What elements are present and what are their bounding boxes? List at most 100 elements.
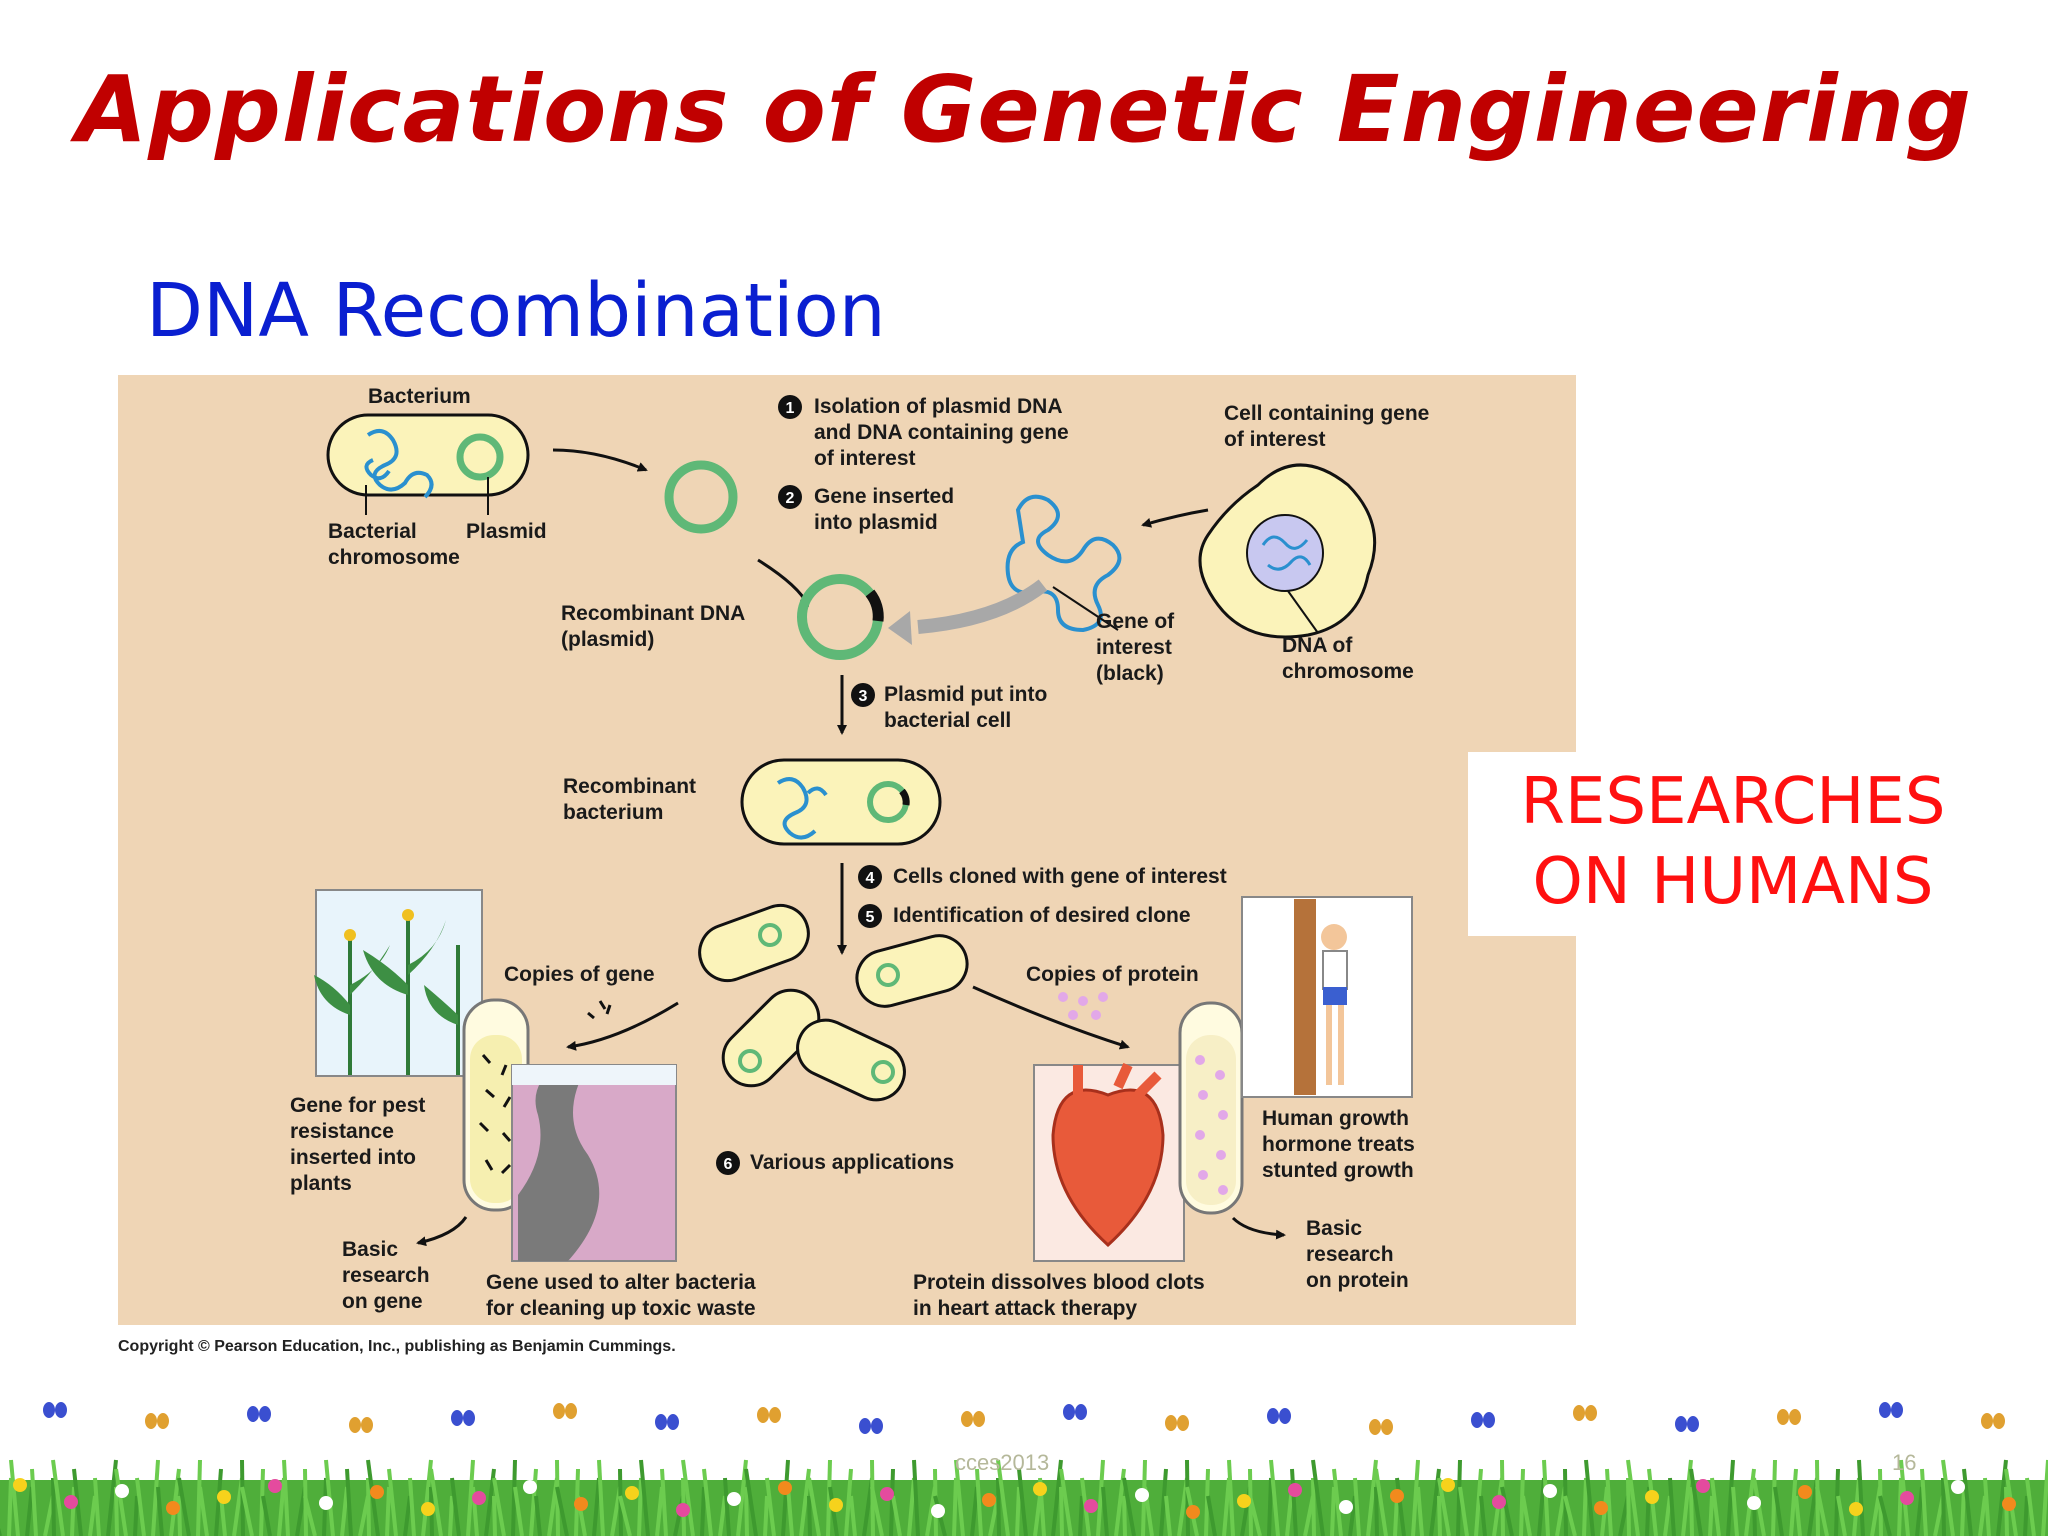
flower-icon [1543, 1484, 1557, 1498]
butterfly-icon [145, 1413, 169, 1429]
butterfly-icon [451, 1410, 475, 1426]
label-cell-gene-2: of interest [1224, 428, 1326, 451]
flower-icon [1492, 1495, 1506, 1509]
flower-icon [727, 1492, 741, 1506]
step-1-text-1: Isolation of plasmid DNA [814, 395, 1063, 418]
label-growth-2: hormone treats [1262, 1133, 1415, 1156]
bacterial-chromosome [364, 429, 434, 499]
step-3-number: 3 [859, 688, 868, 705]
label-gene-of-interest-1: Gene of [1096, 610, 1175, 633]
step-6-text: Various applications [750, 1151, 954, 1174]
copyright-text: Copyright © Pearson Education, Inc., pub… [118, 1338, 676, 1355]
step-3-text-1: Plasmid put into [884, 683, 1047, 706]
label-toxic-1: Gene used to alter bacteria [486, 1271, 756, 1294]
step-6-marker [716, 1151, 740, 1175]
step-6-number: 6 [724, 1156, 733, 1173]
flower-icon [574, 1497, 588, 1511]
protein-copies-in-tube [1195, 1055, 1228, 1195]
flower-icon [1186, 1505, 1200, 1519]
footer-text: cces2013 [955, 1450, 1050, 1475]
dna-recombination-diagram: Bacterium Bacterial chromosome Plasmid 1… [118, 375, 1576, 1325]
flower-icon [625, 1486, 639, 1500]
flower-icon [778, 1481, 792, 1495]
label-bacterial-chromosome: Bacterial [328, 520, 417, 543]
flower-icon [1951, 1480, 1965, 1494]
flower-icon [1237, 1494, 1251, 1508]
label-recombinant-dna-1: Recombinant DNA [561, 602, 745, 625]
label-cell-gene-1: Cell containing gene [1224, 402, 1429, 425]
flower-icon [2002, 1497, 2016, 1511]
butterfly-icon [859, 1418, 883, 1434]
flower-icon [523, 1480, 537, 1494]
side-note-line-2: ON HUMANS [1532, 845, 1934, 919]
flower-icon [1288, 1483, 1302, 1497]
free-plasmid [664, 460, 738, 534]
label-growth-1: Human growth [1262, 1107, 1409, 1130]
flower-icon [421, 1502, 435, 1516]
step-4-marker [858, 865, 882, 889]
flower-icon [13, 1478, 27, 1492]
label-gene-of-interest-3: (black) [1096, 662, 1164, 685]
flower-icon [829, 1498, 843, 1512]
flower-icon [1084, 1499, 1098, 1513]
flower-icon [1798, 1485, 1812, 1499]
step-2-text-2: into plasmid [814, 511, 938, 534]
flower-icon [1645, 1490, 1659, 1504]
label-plasmid: Plasmid [466, 520, 547, 543]
butterfly-icon [961, 1411, 985, 1427]
label-bacterium: Bacterium [368, 385, 471, 408]
label-pest-4: plants [290, 1172, 352, 1195]
label-basic-protein-2: research [1306, 1243, 1394, 1266]
step-1-number: 1 [786, 400, 795, 417]
label-copies-of-gene: Copies of gene [504, 963, 655, 986]
heart-shape [1051, 1088, 1165, 1248]
slide-title: Applications of Genetic Engineering [75, 56, 1973, 163]
butterfly-icon [349, 1417, 373, 1433]
butterfly-icon [553, 1403, 577, 1419]
side-note-box: RESEARCHES ON HUMANS [1468, 752, 1998, 936]
step-2-number: 2 [786, 490, 795, 507]
butterfly-icon [247, 1406, 271, 1422]
label-copies-of-protein: Copies of protein [1026, 963, 1199, 986]
flower-icon [1135, 1488, 1149, 1502]
label-dna-of-chromosome-2: chromosome [1282, 660, 1414, 683]
step-5-text: Identification of desired clone [893, 904, 1191, 927]
label-clots-1: Protein dissolves blood clots [913, 1271, 1205, 1294]
flower-icon [1696, 1479, 1710, 1493]
flower-icon [931, 1504, 945, 1518]
step-4-text: Cells cloned with gene of interest [893, 865, 1227, 888]
flower-icon [880, 1487, 894, 1501]
butterfly-icon [1369, 1419, 1393, 1435]
butterfly-icon [1879, 1402, 1903, 1418]
cloned-bacteria [698, 903, 969, 1102]
label-bacterial-chromosome-2: chromosome [328, 546, 460, 569]
flower-icon [1594, 1501, 1608, 1515]
flower-icon [64, 1495, 78, 1509]
slide-subtitle: DNA Recombination [146, 268, 886, 354]
butterfly-icon [1675, 1416, 1699, 1432]
step-1-marker [778, 395, 802, 419]
label-dna-of-chromosome-1: DNA of [1282, 634, 1353, 657]
side-note-line-1: RESEARCHES [1520, 765, 1946, 839]
flower-icon [370, 1485, 384, 1499]
label-basic-gene-1: Basic [342, 1238, 398, 1261]
label-pest-3: inserted into [290, 1146, 416, 1169]
label-basic-gene-2: research [342, 1264, 430, 1287]
flower-icon [676, 1503, 690, 1517]
butterfly-icon [655, 1414, 679, 1430]
butterfly-icon [1777, 1409, 1801, 1425]
step-3-text-2: bacterial cell [884, 709, 1011, 732]
step-5-number: 5 [866, 909, 875, 926]
label-recombinant-bacterium-1: Recombinant [563, 775, 696, 798]
label-toxic-2: for cleaning up toxic waste [486, 1297, 756, 1320]
step-2-text-1: Gene inserted [814, 485, 954, 508]
flower-icon [319, 1496, 333, 1510]
butterfly-icon [1471, 1412, 1495, 1428]
butterfly-icon [43, 1402, 67, 1418]
label-basic-gene-3: on gene [342, 1290, 423, 1313]
label-clots-2: in heart attack therapy [913, 1297, 1137, 1320]
butterfly-icon [1165, 1415, 1189, 1431]
label-pest-2: resistance [290, 1120, 394, 1143]
butterfly-icon [1981, 1413, 2005, 1429]
flower-icon [1441, 1478, 1455, 1492]
